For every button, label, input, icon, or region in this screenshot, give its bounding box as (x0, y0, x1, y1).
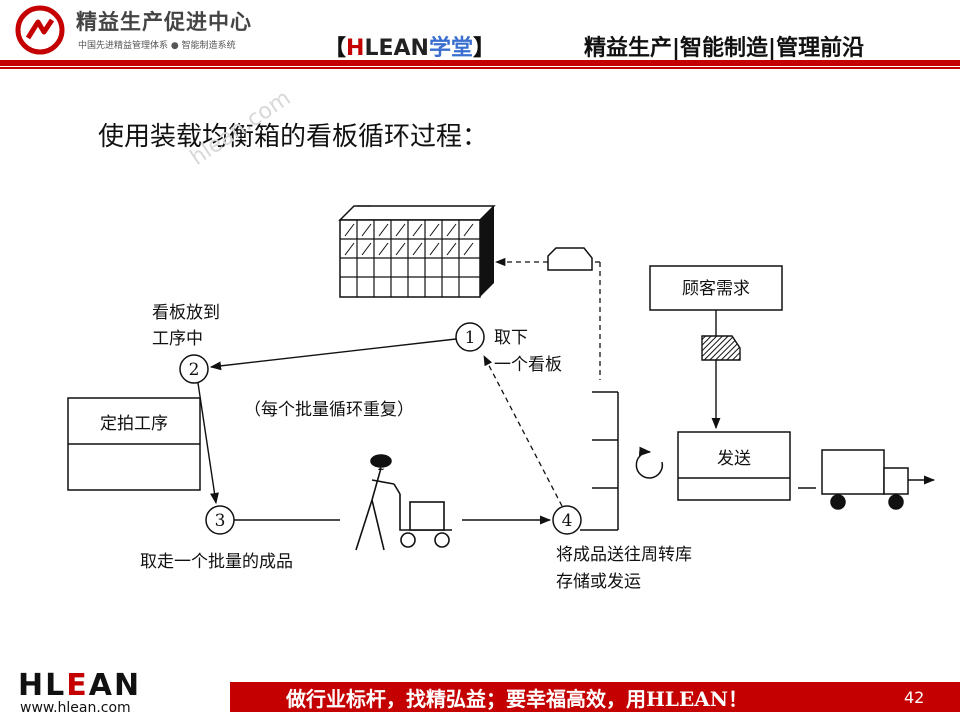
node-2-label: 2 (189, 360, 200, 380)
deliver-label-2: 存储或发运 (556, 572, 641, 592)
pacemaker-label: 定拍工序 (100, 414, 168, 434)
node-2: 2 (179, 354, 209, 384)
footer-logo-e: E (66, 668, 89, 703)
kanban-cycle-diagram: 1 2 3 4 2 定拍工序 顾客需求 (67, 205, 936, 592)
truck-icon (821, 449, 909, 510)
take-kanban-label-1: 取下 (494, 328, 528, 348)
supermarket-rack (580, 391, 619, 531)
brand-logo-icon (15, 5, 65, 55)
customer-demand-label: 顾客需求 (682, 279, 750, 299)
worker-tag: 2 (378, 460, 385, 473)
brand-name: 精益生产促进中心 (76, 10, 252, 34)
title-school: 学堂 (428, 36, 473, 61)
brand-subtitle: 中国先进精益管理体系 ● 智能制造系统 (78, 41, 236, 51)
footer-url[interactable]: www.hlean.com (20, 700, 131, 716)
footer-logo: HLEAN (18, 668, 141, 703)
kanban-to-process-label-1: 看板放到 (152, 303, 220, 323)
cycle-icon (635, 446, 664, 479)
node-3: 3 (205, 505, 235, 535)
deliver-label-1: 将成品送往周转库 (556, 545, 692, 565)
title-h: H (346, 36, 365, 61)
footer-logo-h: H (18, 668, 46, 703)
batch-repeat-label: （每个批量循环重复） (244, 400, 414, 420)
node-1: 1 (455, 322, 485, 352)
title-bracket-open: 【 (324, 36, 347, 61)
title-lean: LEAN (364, 36, 429, 61)
header-rule (0, 60, 960, 69)
shipping-label: 发送 (717, 449, 751, 469)
arrow-2-to-3 (197, 382, 219, 505)
arrow-1-to-2 (209, 338, 457, 371)
page-number: 42 (904, 688, 925, 707)
footer-motto: 做行业标杆，找精弘益；要幸福高效，用HLEAN！ (286, 687, 749, 711)
take-kanban-label-2: 一个看板 (494, 355, 562, 375)
title-bracket-close: 】 (472, 36, 495, 61)
heijunka-box (338, 205, 496, 298)
customer-demand-box (649, 265, 783, 311)
footer-logo-an: AN (88, 668, 142, 703)
worker-cart-icon (355, 454, 452, 551)
node-4: 4 (552, 505, 582, 535)
header-tagline: 精益生产|智能制造|管理前沿 (584, 36, 865, 61)
shipping-box (677, 431, 791, 501)
arrow-4-to-1 (483, 355, 563, 507)
header-title: 【HLEAN学堂】 (324, 30, 495, 62)
node-1-label: 1 (465, 328, 476, 348)
kanban-card-icon (547, 247, 593, 271)
node-3-label: 3 (215, 511, 226, 531)
customer-kanban-icon (701, 335, 741, 361)
pacemaker-process-box (67, 397, 201, 491)
header: 精益生产促进中心 中国先进精益管理体系 ● 智能制造系统 【HLEAN学堂】 精… (0, 0, 960, 72)
footer-bar (230, 682, 960, 712)
slide-heading: 使用装载均衡箱的看板循环过程： (98, 122, 489, 152)
node-4-label: 4 (562, 511, 573, 531)
take-batch-label: 取走一个批量的成品 (140, 552, 293, 572)
kanban-to-process-label-2: 工序中 (152, 329, 203, 349)
footer-logo-l: L (45, 668, 67, 703)
